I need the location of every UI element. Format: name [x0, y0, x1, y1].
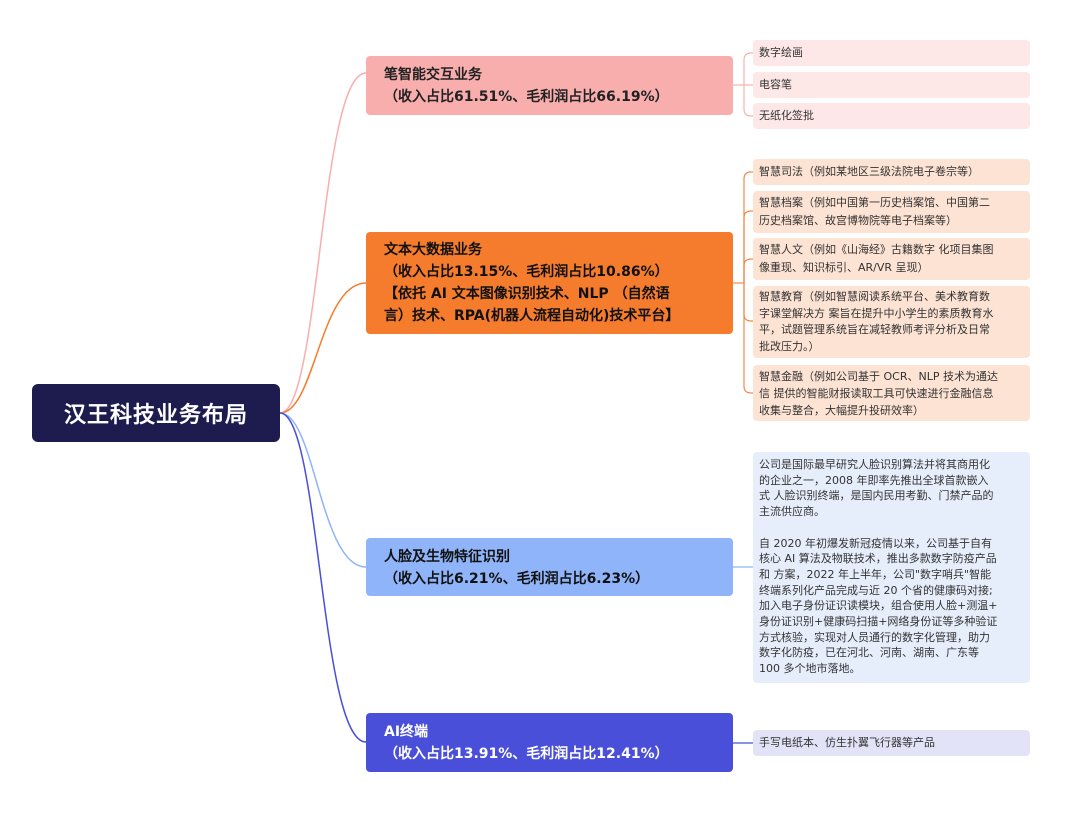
leaf-text: 收集与整合，大幅提升投研效率）: [759, 404, 924, 417]
leaf-smart-judiciary[interactable]: 智慧司法（例如某地区三级法院电子卷宗等）: [753, 159, 1030, 185]
leaf-smart-education[interactable]: 智慧教育（例如智慧阅读系统平台、美术教育数 字课堂解决方 案旨在提升中小学生的素…: [753, 286, 1030, 358]
leaf-text: 主流供应商。: [759, 505, 825, 519]
leaf-text: 加入电子身份证识读模块，组合使用人脸+测温+: [759, 599, 998, 613]
leaf-text: 智慧教育（例如智慧阅读系统平台、美术教育数: [759, 290, 990, 303]
branch-pen-interaction[interactable]: 笔智能交互业务 （收入占比61.51%、毛利润占比66.19%）: [366, 56, 733, 115]
leaf-text: 智慧人文（例如《山海经》古籍数字 化项目集图: [759, 243, 994, 256]
leaf-text: 平，试题管理系统旨在减轻教师考评分析及日常: [759, 323, 990, 336]
leaf-text: 字课堂解决方 案旨在提升中小学生的素质教育水: [759, 306, 994, 320]
leaf-text: 像重现、知识标引、AR/VR 呈现）: [759, 261, 929, 274]
leaf-text: 方式核验，实现对人员通行的数字化管理，助力: [759, 630, 990, 644]
branch-note: 【依托 AI 文本图像识别技术、NLP （自然语: [384, 286, 670, 302]
branch-ratio: （收入占比6.21%、毛利润占比6.23%）: [384, 571, 650, 587]
leaf-capacitive-pen[interactable]: 电容笔: [753, 72, 1030, 98]
leaf-text: 智慧司法（例如某地区三级法院电子卷宗等）: [759, 165, 979, 178]
branch-title: AI终端: [384, 724, 429, 740]
leaf-text: 信 提供的智能财报读取工具可快速进行金融信息: [759, 387, 994, 400]
leaf-text: 公司是国际最早研究人脸识别算法并将其商用化: [759, 458, 990, 471]
leaf-text: 批改压力。）: [759, 339, 820, 353]
leaf-text: 100 多个地市落地。: [759, 662, 861, 676]
leaf-face-recognition-detail[interactable]: 公司是国际最早研究人脸识别算法并将其商用化 的企业之一，2008 年即率先推出全…: [753, 452, 1030, 683]
leaf-text: 式 人脸识别终端，是国内民用考勤、门禁产品的: [759, 489, 994, 503]
branch-note: 言）技术、RPA(机器人流程自动化)技术平台】: [384, 308, 680, 324]
leaf-smart-finance[interactable]: 智慧金融（例如公司基于 OCR、NLP 技术为通达 信 提供的智能财报读取工具可…: [753, 365, 1030, 421]
branch-ratio: （收入占比13.15%、毛利润占比10.86%）: [384, 264, 669, 280]
leaf-ai-terminal-products[interactable]: 手写电纸本、仿生扑翼飞行器等产品: [753, 730, 1030, 756]
leaf-text: 自 2020 年初爆发新冠疫情以来，公司基于自有: [759, 536, 992, 550]
branch-ratio: （收入占比61.51%、毛利润占比66.19%）: [384, 89, 669, 105]
leaf-text: 电容笔: [759, 78, 792, 91]
leaf-text: 的企业之一，2008 年即率先推出全球首款嵌入: [759, 473, 989, 487]
leaf-text: 数字绘画: [759, 46, 803, 59]
branch-title: 笔智能交互业务: [384, 67, 482, 83]
leaf-text: 终端系列化产品完成与近 20 个省的健康码对接;: [759, 583, 993, 597]
leaf-text: 手写电纸本、仿生扑翼飞行器等产品: [759, 736, 935, 749]
branch-text-bigdata[interactable]: 文本大数据业务 （收入占比13.15%、毛利润占比10.86%） 【依托 AI …: [366, 232, 733, 334]
root-node[interactable]: 汉王科技业务布局: [32, 384, 280, 442]
leaf-spacer: [759, 520, 1024, 536]
branch-ratio: （收入占比13.91%、毛利润占比12.41%）: [384, 746, 669, 762]
leaf-text: 智慧金融（例如公司基于 OCR、NLP 技术为通达: [759, 370, 998, 383]
root-title: 汉王科技业务布局: [63, 403, 248, 428]
branch-face-biometrics[interactable]: 人脸及生物特征识别 （收入占比6.21%、毛利润占比6.23%）: [366, 538, 733, 596]
leaf-smart-humanities[interactable]: 智慧人文（例如《山海经》古籍数字 化项目集图 像重现、知识标引、AR/VR 呈现…: [753, 238, 1030, 280]
leaf-text: 智慧档案（例如中国第一历史档案馆、中国第二: [759, 196, 990, 209]
leaf-paperless-signing[interactable]: 无纸化签批: [753, 103, 1030, 129]
leaf-digital-painting[interactable]: 数字绘画: [753, 40, 1030, 66]
leaf-text: 身份证识别+健康码扫描+网络身份证等多种验证: [759, 615, 998, 629]
branch-ai-terminal[interactable]: AI终端 （收入占比13.91%、毛利润占比12.41%）: [366, 713, 733, 772]
leaf-text: 和 方案，2022 年上半年，公司"数字哨兵"智能: [759, 567, 992, 581]
leaf-text: 核心 AI 算法及物联技术，推出多款数字防疫产品: [759, 552, 997, 566]
branch-title: 人脸及生物特征识别: [384, 549, 510, 565]
leaf-text: 无纸化签批: [759, 109, 814, 122]
branch-title: 文本大数据业务: [384, 242, 482, 258]
leaf-text: 历史档案馆、故宫博物院等电子档案等）: [759, 214, 957, 227]
leaf-smart-archives[interactable]: 智慧档案（例如中国第一历史档案馆、中国第二 历史档案馆、故宫博物院等电子档案等）: [753, 191, 1030, 233]
leaf-text: 数字化防疫，已在河北、河南、湖南、广东等: [759, 646, 979, 660]
